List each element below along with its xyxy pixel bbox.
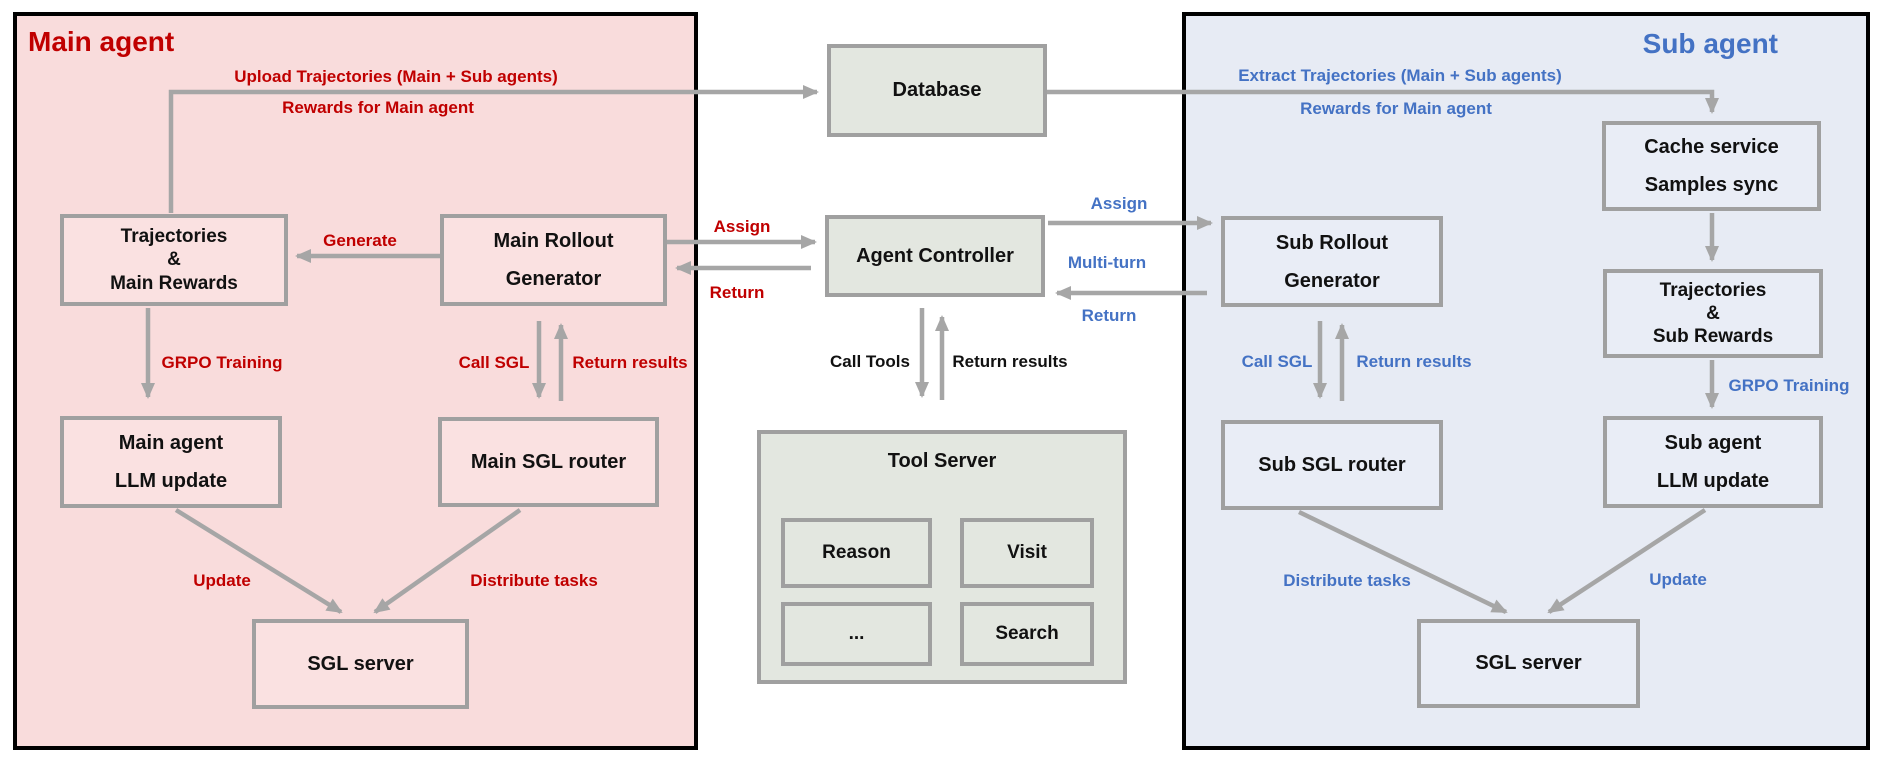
rewards-main-label: Rewards for Main agent	[282, 98, 474, 117]
tool-more-box: ...	[781, 602, 932, 666]
distribute-tasks-sub-label: Distribute tasks	[1283, 571, 1411, 590]
main-trajectories-rewards-box: Trajectories & Main Rewards	[60, 214, 288, 306]
grpo-training-main-label: GRPO Training	[161, 353, 283, 372]
sub-rollout-generator-box: Sub Rollout Generator	[1221, 216, 1443, 307]
update-sub-label: Update	[1649, 570, 1707, 589]
tool-server-box: Tool Server Reason Visit ... Search	[757, 430, 1127, 684]
return-results-tools-label: Return results	[952, 352, 1068, 371]
arrow-database-to-cache	[1047, 89, 1719, 114]
call-tools-label: Call Tools	[830, 352, 910, 371]
sub-sgl-router-box: Sub SGL router	[1221, 420, 1443, 510]
return-results-sub-label: Return results	[1356, 352, 1472, 371]
tool-server-title: Tool Server	[887, 450, 997, 472]
sub-llm-update-box: Sub agent LLM update	[1603, 416, 1823, 508]
arrow-update-sub	[1547, 508, 1707, 614]
call-sgl-sub-label: Call SGL	[1241, 352, 1313, 371]
return-main-label: Return	[709, 283, 765, 302]
update-main-label: Update	[193, 571, 251, 590]
sub-cache-service-box: Cache service Samples sync	[1602, 121, 1821, 211]
sub-trajectories-rewards-box: Trajectories & Sub Rewards	[1603, 269, 1823, 358]
extract-trajectories-label: Extract Trajectories (Main + Sub agents)	[1238, 66, 1562, 85]
sub-sgl-server-box: SGL server	[1417, 619, 1640, 708]
arrow-distribute-sub	[1298, 509, 1508, 615]
arrow-distribute-main	[373, 508, 522, 614]
multi-turn-label: Multi-turn	[1067, 253, 1147, 272]
rewards-sub-label: Rewards for Main agent	[1300, 99, 1492, 118]
sub-agent-title: Sub agent	[1642, 28, 1778, 59]
database-box: Database	[827, 44, 1047, 137]
grpo-training-sub-label: GRPO Training	[1728, 376, 1850, 395]
main-agent-title: Main agent	[28, 26, 175, 57]
agent-controller-box: Agent Controller	[825, 215, 1045, 297]
upload-trajectories-label: Upload Trajectories (Main + Sub agents)	[234, 67, 558, 86]
call-sgl-main-label: Call SGL	[458, 353, 530, 372]
generate-label: Generate	[323, 231, 397, 250]
return-sub-label: Return	[1081, 306, 1137, 325]
arrow-update-main	[174, 508, 343, 614]
main-sgl-server-box: SGL server	[252, 619, 469, 709]
return-results-main-label: Return results	[572, 353, 688, 372]
tool-search-box: Search	[960, 602, 1094, 666]
tool-reason-box: Reason	[781, 518, 932, 588]
tool-visit-box: Visit	[960, 518, 1094, 588]
main-sgl-router-box: Main SGL router	[438, 417, 659, 507]
distribute-tasks-main-label: Distribute tasks	[470, 571, 598, 590]
arrow-upload-to-database	[168, 85, 819, 213]
assign-sub-label: Assign	[1090, 194, 1148, 213]
main-rollout-generator-box: Main Rollout Generator	[440, 214, 667, 306]
main-llm-update-box: Main agent LLM update	[60, 416, 282, 508]
assign-main-label: Assign	[713, 217, 771, 236]
